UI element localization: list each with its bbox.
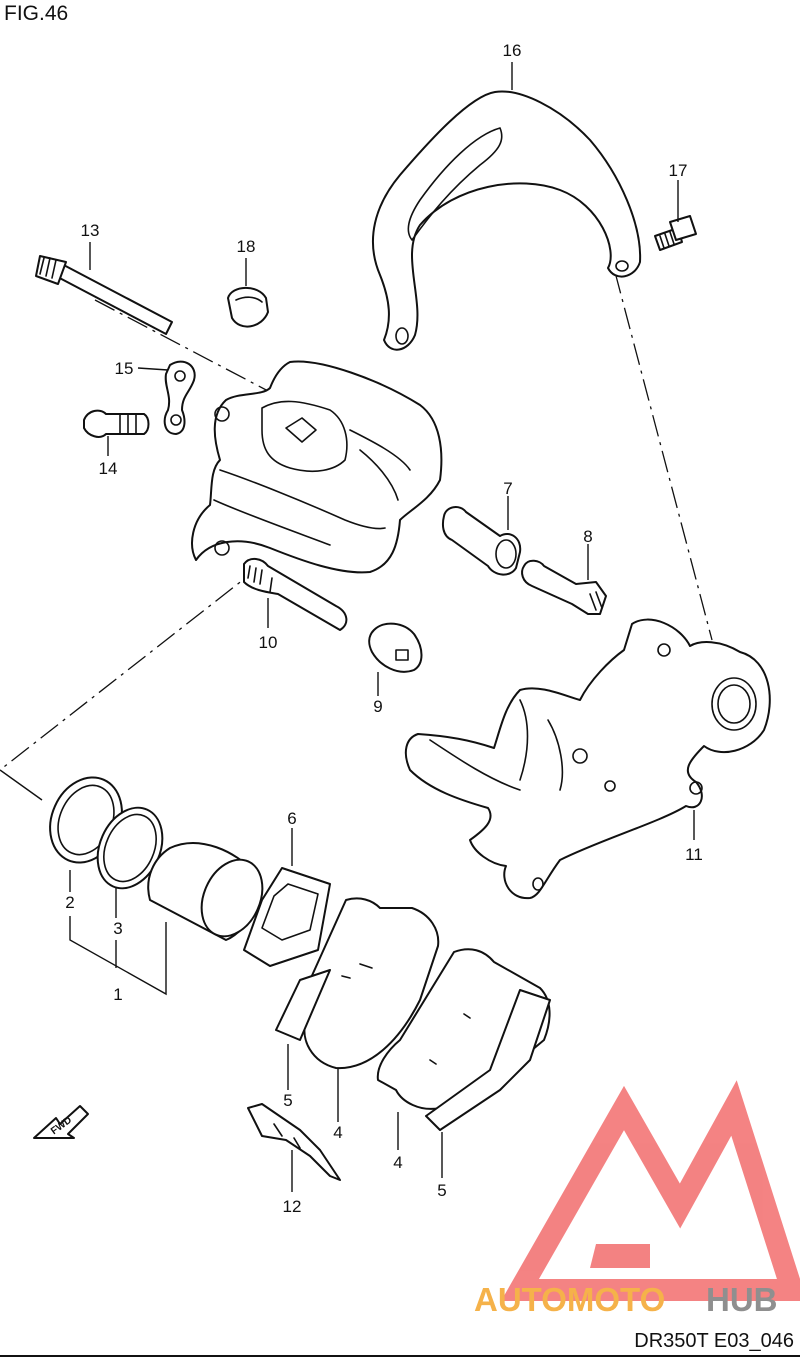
part-15-clip — [163, 360, 196, 435]
callout-5-inner: 5 — [437, 1181, 446, 1200]
callout-3: 3 — [113, 919, 122, 938]
part-17-bolt — [654, 215, 697, 251]
callout-2: 2 — [65, 893, 74, 912]
part-16-caliper-guard — [372, 90, 642, 351]
part-18-cap — [227, 286, 269, 328]
automotohub-watermark-text: AUTOMOTO HUB — [474, 1281, 778, 1318]
part-9-boot — [368, 622, 423, 673]
callout-17: 17 — [669, 161, 688, 180]
callout-4-inner: 4 — [393, 1153, 402, 1172]
drawing-code: DR350T E03_046 — [634, 1330, 794, 1352]
part-5-pad-shim-inner — [425, 989, 551, 1131]
caliper-body — [191, 360, 443, 574]
callout-leaders — [69, 62, 695, 1192]
callout-8: 8 — [583, 527, 592, 546]
part-7-slide-pin — [442, 506, 522, 576]
part-12-pad-spring — [247, 1103, 341, 1181]
callout-10: 10 — [259, 633, 278, 652]
part-3-dust-seal — [96, 806, 164, 890]
callout-11: 11 — [685, 845, 703, 864]
part-8-bolt — [521, 559, 607, 615]
part-6-shim — [243, 867, 331, 967]
part-14-bleeder-valve — [83, 409, 150, 438]
assembly-chain-lines — [0, 271, 713, 801]
automotohub-watermark-logo — [501, 1080, 800, 1301]
callout-15: 15 — [115, 359, 134, 378]
fwd-arrow-icon: FWD — [33, 1105, 89, 1139]
callout-5-outer: 5 — [283, 1091, 292, 1110]
part-10-sleeve — [243, 558, 348, 631]
callout-1: 1 — [113, 985, 122, 1004]
callout-6: 6 — [287, 809, 296, 828]
watermark-text-part2: HUB — [706, 1281, 778, 1318]
callout-7: 7 — [503, 479, 512, 498]
figure-title: FIG.46 — [4, 2, 69, 25]
callout-9: 9 — [373, 697, 382, 716]
callout-4-outer: 4 — [333, 1123, 342, 1142]
callout-13: 13 — [81, 221, 100, 240]
part-11-caliper-bracket — [404, 618, 771, 900]
watermark-text-part1: AUTOMOTO — [474, 1281, 665, 1318]
part-1-piston — [147, 842, 264, 941]
callout-14: 14 — [99, 459, 118, 478]
callout-numbers: 16 17 13 18 15 14 7 8 10 9 11 6 2 3 1 5 … — [65, 41, 703, 1216]
part-5-pad-shim-outer — [275, 969, 331, 1041]
part-13-pad-pin — [35, 255, 173, 335]
callout-18: 18 — [237, 237, 256, 256]
callout-16: 16 — [503, 41, 522, 60]
callout-12: 12 — [283, 1197, 302, 1216]
